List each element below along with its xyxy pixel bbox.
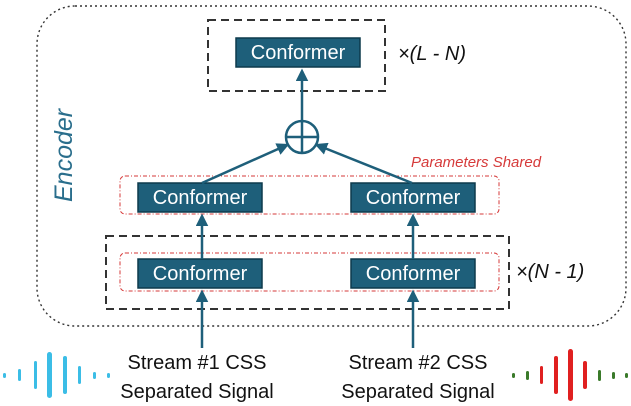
conformer-block-lower-right-label: Conformer	[366, 263, 461, 285]
waveform-right-icon	[512, 349, 628, 401]
conformer-block-top-label: Conformer	[251, 42, 346, 64]
top-repeat-group	[207, 19, 386, 92]
conformer-block-shared-left: Conformer	[137, 182, 263, 213]
encoder-label: Encoder	[50, 107, 78, 202]
input-stream-1-line1: Stream #1 CSS	[128, 352, 267, 374]
shared-parameters-group	[119, 175, 500, 215]
conformer-block-shared-right: Conformer	[350, 182, 476, 213]
conformer-block-shared-left-label: Conformer	[153, 187, 248, 209]
lower-repeat-group	[105, 235, 510, 310]
sum-node	[284, 119, 320, 155]
input-stream-2-line2: Separated Signal	[341, 381, 494, 403]
arrow-right-to-sum	[314, 142, 413, 185]
conformer-block-lower-right: Conformer	[350, 258, 476, 289]
lower-repeat-label: ×(N - 1)	[516, 261, 584, 283]
conformer-block-lower-left: Conformer	[137, 258, 263, 289]
conformer-block-lower-left-label: Conformer	[153, 263, 248, 285]
input-stream-1-line2: Separated Signal	[120, 381, 273, 403]
encoder-boundary	[36, 5, 627, 327]
conformer-block-top: Conformer	[235, 37, 361, 68]
conformer-block-shared-right-label: Conformer	[366, 187, 461, 209]
input-stream-2-line1: Stream #2 CSS	[349, 352, 488, 374]
lower-shared-group	[119, 252, 500, 292]
parameters-shared-label: Parameters Shared	[411, 154, 542, 171]
top-repeat-label: ×(L - N)	[398, 43, 466, 65]
waveform-left-icon	[3, 352, 110, 398]
arrow-left-to-sum	[201, 143, 290, 185]
